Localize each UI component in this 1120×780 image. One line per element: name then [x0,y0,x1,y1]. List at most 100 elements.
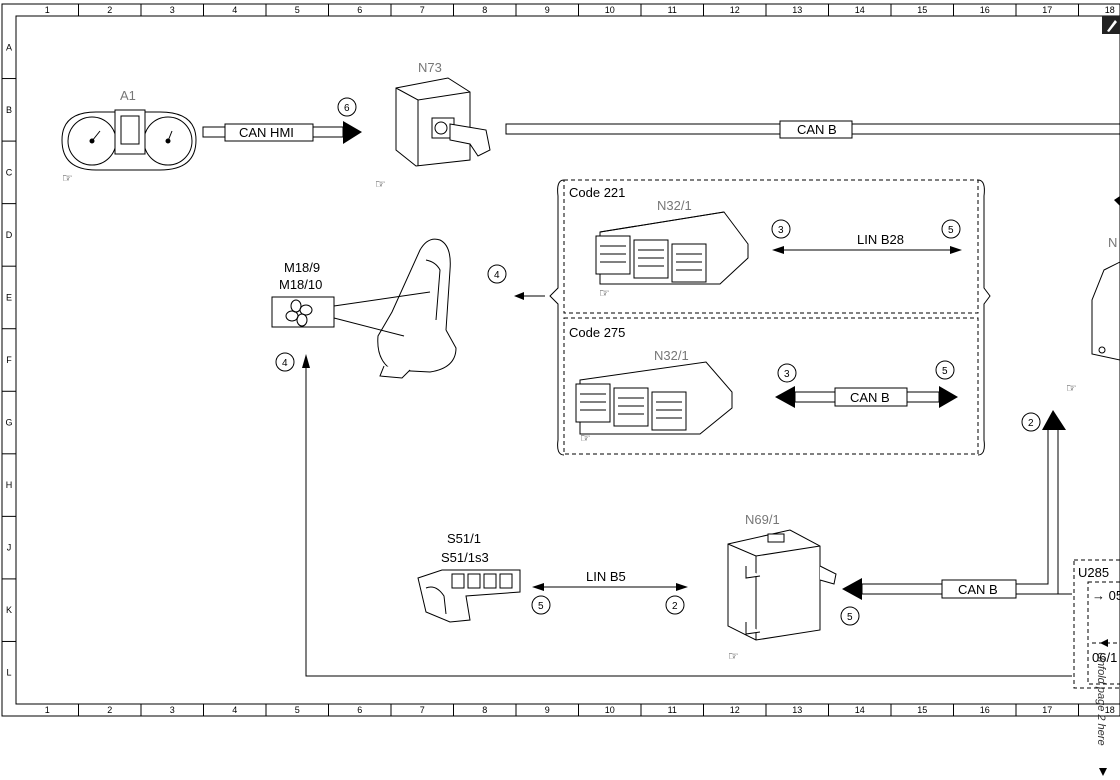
column-label-top: 5 [295,5,300,15]
can-b-top-label: CAN B [797,122,837,137]
row-label: K [6,605,12,615]
column-label-top: 3 [170,5,175,15]
column-label-bottom: 9 [545,705,550,715]
m18-9-label: M18/9 [284,260,320,275]
row-label: C [6,167,13,177]
can-b-bottom-bus [842,410,1072,600]
hand-pointer-icon: ☞ [599,286,610,300]
lin-b28-bus [772,246,962,254]
lin-b5-label: LIN B5 [586,569,626,584]
can-b-mid-bus [775,386,958,408]
column-label-top: 15 [917,5,927,15]
seat-icon [377,238,457,379]
code-275-box [563,317,979,455]
signal-arrow-to-seat [514,292,545,300]
column-label-top: 18 [1105,5,1115,15]
code-221-box [563,179,979,314]
group-brace-left [549,179,565,456]
column-label-top: 17 [1042,5,1052,15]
column-label-bottom: 5 [295,705,300,715]
column-label-bottom: 17 [1042,705,1052,715]
code-221-label: Code 221 [569,185,625,200]
column-label-bottom: 10 [605,705,615,715]
svg-text:2: 2 [1028,418,1034,429]
column-label-top: 13 [792,5,802,15]
svg-text:2: 2 [672,601,678,612]
hand-pointer-icon: ☞ [375,177,386,191]
control-module-icon [575,361,733,435]
can-hmi-bus [202,121,362,144]
column-label-top: 16 [980,5,990,15]
diagram-inner-frame [15,15,1120,705]
u285-inner-box [1087,581,1120,685]
connector-marker-4: 4 [487,264,507,284]
door-module-icon [727,529,837,641]
connector-marker-6: 6 [337,97,357,117]
seat-switch-icon [417,569,521,623]
fan-to-seat-line [333,291,431,307]
partial-component-label: N [1108,235,1117,250]
instrument-cluster-icon [61,109,197,171]
column-label-top: 11 [668,5,677,15]
svg-text:4: 4 [494,270,500,281]
row-label: F [6,355,12,365]
can-b-bottom-label: CAN B [958,582,998,597]
lin-b28-label: LIN B28 [857,232,904,247]
fan-to-seat-line [333,317,405,337]
column-label-bottom: 16 [980,705,990,715]
column-label-bottom: 18 [1105,705,1115,715]
column-label-bottom: 7 [420,705,425,715]
column-label-bottom: 11 [668,705,677,715]
n32-1-top-label: N32/1 [657,198,692,213]
row-label: E [6,292,12,302]
column-label-top: 10 [605,5,615,15]
pen-icon [1102,16,1120,34]
u285-box [1073,559,1120,689]
arrow-head-partial [1114,196,1120,206]
column-label-top: 9 [545,5,550,15]
connector-marker-5: 5 [941,219,961,239]
column-label-bottom: 4 [232,705,237,715]
svg-text:5: 5 [538,601,544,612]
fan-icon [285,299,313,327]
u285-entry-2: 06/1 [1092,650,1117,665]
column-label-top: 1 [45,5,50,15]
hand-pointer-icon: ☞ [1066,381,1077,395]
grid-rulers: 1122334455667788991010111112121313141415… [2,4,1115,716]
can-b-mid-label: CAN B [850,390,890,405]
column-label-bottom: 6 [357,705,362,715]
row-label: J [7,543,12,553]
connector-marker-5: 5 [840,606,860,626]
row-label: G [5,418,12,428]
connector-marker-2: 2 [1021,412,1041,432]
row-label: A [6,42,12,52]
column-label-bottom: 3 [170,705,175,715]
svg-text:5: 5 [942,366,948,377]
svg-text:6: 6 [344,103,350,114]
partial-module-icon [1091,261,1120,361]
svg-text:4: 4 [282,358,288,369]
u285-entry-1: → 05 [1092,588,1120,603]
ignition-switch-icon [395,77,491,167]
column-label-top: 14 [855,5,865,15]
connector-marker-5: 5 [531,595,551,615]
group-brace-right [977,179,991,456]
hand-pointer-icon: ☞ [728,649,739,663]
column-label-top: 4 [232,5,237,15]
column-label-bottom: 15 [917,705,927,715]
column-label-bottom: 1 [45,705,50,715]
m18-10-label: M18/10 [279,277,322,292]
a1-label: A1 [120,88,136,103]
connector-marker-2: 2 [665,595,685,615]
can-hmi-label: CAN HMI [239,125,294,140]
column-label-top: 2 [107,5,112,15]
column-label-top: 8 [482,5,487,15]
svg-text:5: 5 [847,612,853,623]
return-signal-line [302,354,1072,677]
svg-text:3: 3 [778,225,784,236]
unfold-arrow-icon [1099,768,1107,776]
connector-marker-3: 3 [771,219,791,239]
connector-marker-5: 5 [935,360,955,380]
fan-box [271,296,335,328]
